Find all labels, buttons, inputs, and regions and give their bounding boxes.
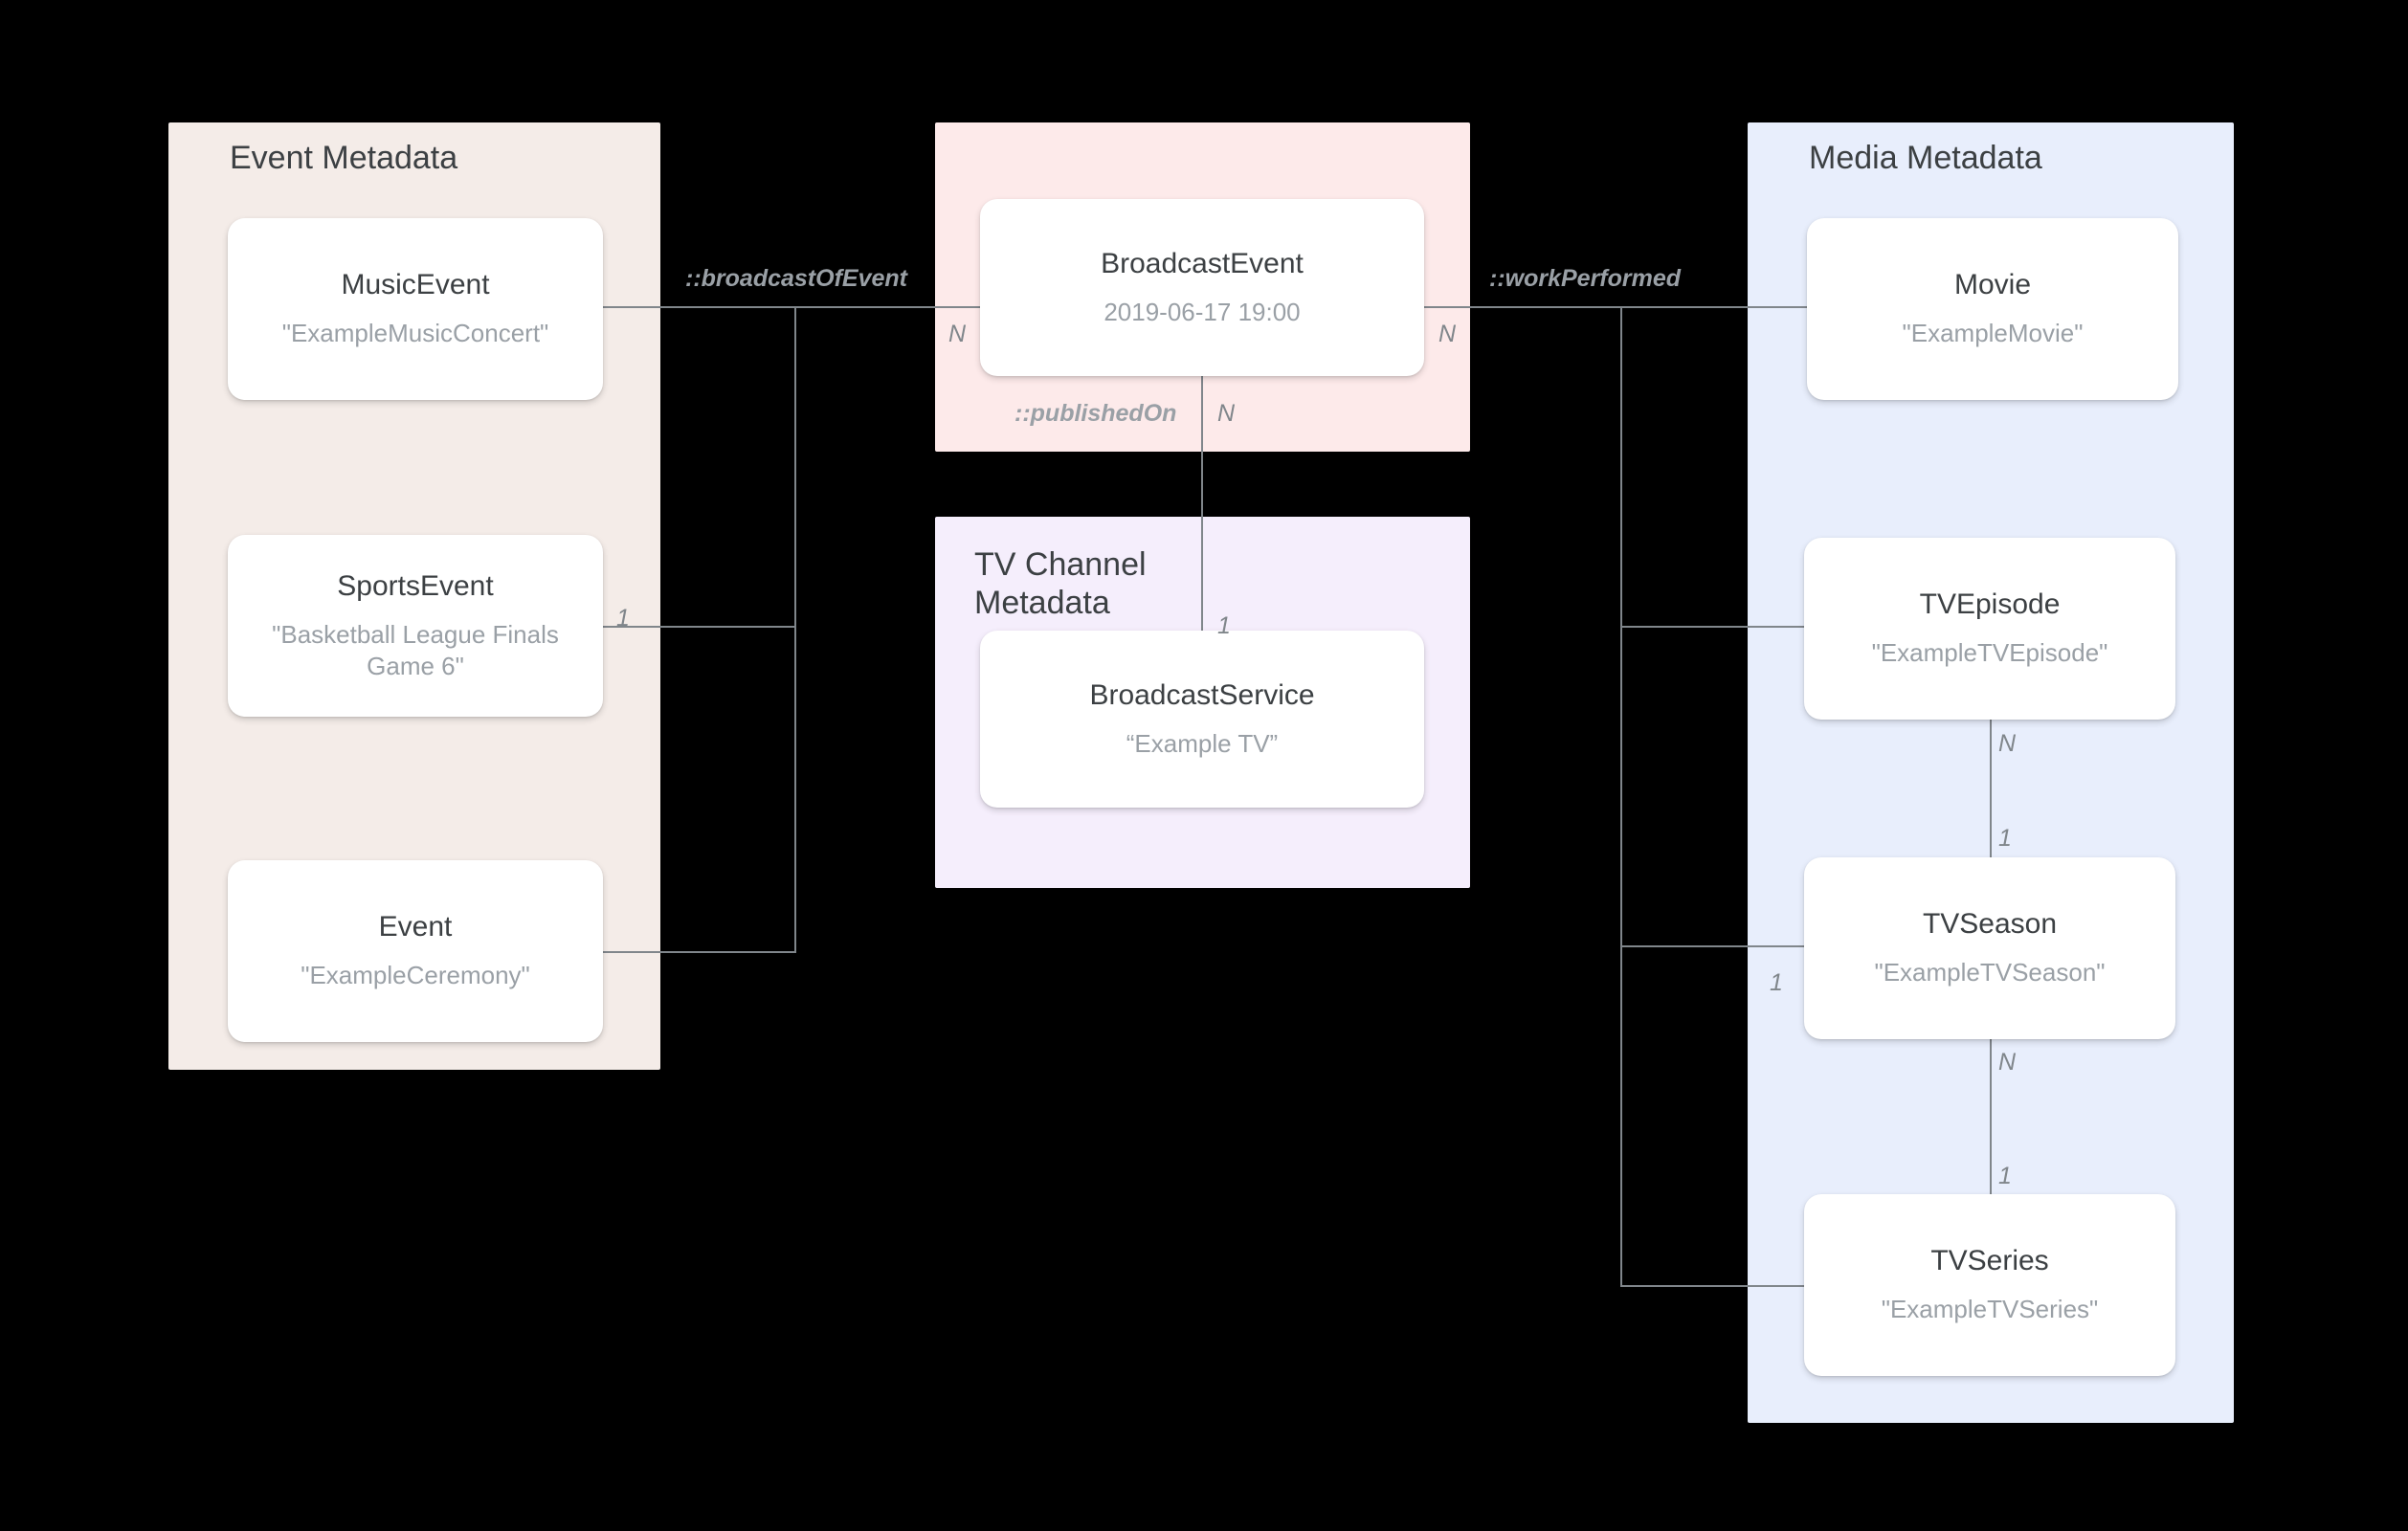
node-music-event[interactable]: MusicEvent "ExampleMusicConcert": [228, 218, 603, 400]
edge-sports-event-stub: [603, 626, 796, 628]
edge-episode-to-season: [1990, 719, 1992, 858]
card-tv-series-one: 1: [1998, 1163, 2012, 1189]
node-sports-event[interactable]: SportsEvent "Basketball League Finals Gam…: [228, 535, 603, 717]
node-subtitle-music-event: "ExampleMusicConcert": [281, 319, 549, 348]
edge-music-event-stub: [603, 306, 796, 308]
node-title-tv-episode: TVEpisode: [1919, 588, 2061, 621]
node-title-sports-event: SportsEvent: [337, 569, 494, 602]
card-sports-event-right: 1: [616, 605, 630, 632]
card-tv-episode-n: N: [1998, 730, 2017, 757]
card-broadcast-service-one: 1: [1217, 612, 1231, 639]
node-title-event: Event: [378, 911, 453, 943]
node-subtitle-tv-series: "ExampleTVSeries": [1881, 1295, 2099, 1324]
node-title-movie: Movie: [1953, 269, 2032, 301]
edge-event-stub: [603, 951, 796, 953]
node-title-tv-season: TVSeason: [1922, 908, 2058, 941]
edge-trunk-to-tv-season: [1620, 945, 1806, 947]
card-published-on-n: N: [1217, 400, 1236, 427]
card-broadcast-event-right: N: [1438, 321, 1457, 347]
node-broadcast-event[interactable]: BroadcastEvent 2019-06-17 19:00: [980, 199, 1424, 376]
node-event[interactable]: Event "ExampleCeremony": [228, 860, 603, 1042]
group-title-media-metadata: Media Metadata: [1809, 140, 2042, 176]
card-broadcast-event-left: N: [948, 321, 967, 347]
edge-trunk-to-broadcast: [794, 306, 982, 308]
node-tv-series[interactable]: TVSeries "ExampleTVSeries": [1804, 1194, 2175, 1376]
node-title-music-event: MusicEvent: [341, 269, 490, 301]
published-on-label: ::publishedOn: [1014, 400, 1177, 427]
work-performed-label: ::workPerformed: [1489, 265, 1682, 292]
edge-trunk-to-tv-series: [1620, 1285, 1806, 1287]
node-tv-episode[interactable]: TVEpisode "ExampleTVEpisode": [1804, 538, 2175, 720]
edge-left-trunk: [794, 306, 796, 953]
card-tv-season-left-one: 1: [1770, 969, 1783, 996]
node-movie[interactable]: Movie "ExampleMovie": [1807, 218, 2178, 400]
edge-trunk-to-movie: [1620, 306, 1809, 308]
node-title-broadcast-event: BroadcastEvent: [1101, 247, 1304, 279]
group-title-event-metadata: Event Metadata: [230, 140, 458, 176]
edge-trunk-to-tv-episode: [1620, 626, 1806, 628]
node-subtitle-broadcast-service: “Example TV”: [1126, 728, 1279, 758]
group-title-tv-channel-metadata: TV Channel Metadata: [974, 546, 1147, 622]
card-tv-season-one: 1: [1998, 825, 2012, 852]
node-subtitle-movie: "ExampleMovie": [1902, 319, 2084, 348]
card-tv-season-n: N: [1998, 1049, 2017, 1076]
node-title-broadcast-service: BroadcastService: [1089, 678, 1315, 711]
edge-broadcast-to-trunk: [1423, 306, 1622, 308]
node-subtitle-tv-season: "ExampleTVSeason": [1874, 958, 2106, 987]
edge-season-to-series: [1990, 1038, 1992, 1195]
node-title-tv-series: TVSeries: [1930, 1245, 2049, 1277]
node-subtitle-event: "ExampleCeremony": [301, 961, 530, 990]
node-subtitle-tv-episode: "ExampleTVEpisode": [1871, 638, 2108, 668]
node-tv-season[interactable]: TVSeason "ExampleTVSeason": [1804, 857, 2175, 1039]
broadcast-of-event-label: ::broadcastOfEvent: [685, 265, 907, 292]
edge-right-trunk: [1620, 306, 1622, 1287]
node-subtitle-broadcast-event: 2019-06-17 19:00: [1104, 297, 1301, 326]
node-subtitle-sports-event: "Basketball League Finals Game 6": [272, 619, 559, 680]
edge-published-on-vertical: [1201, 375, 1203, 632]
node-broadcast-service[interactable]: BroadcastService “Example TV”: [980, 631, 1424, 808]
